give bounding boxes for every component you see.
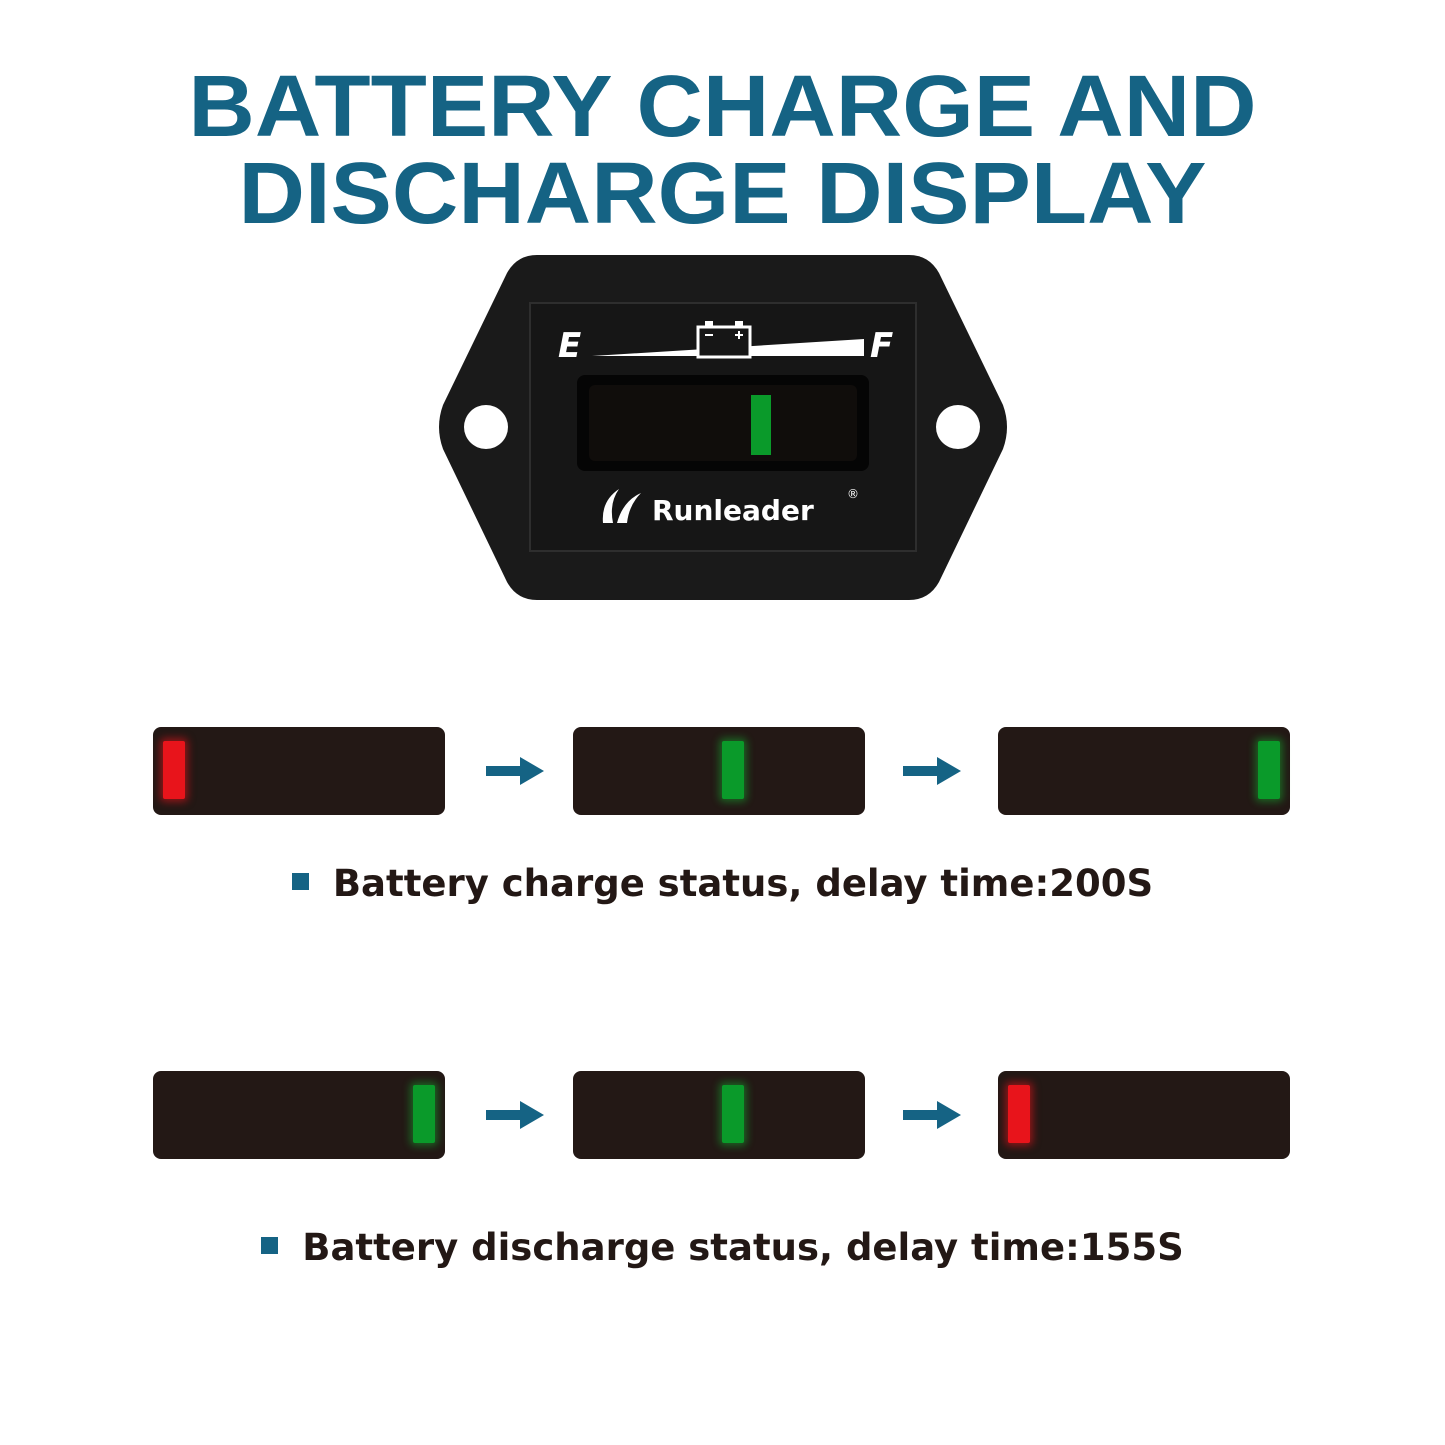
runleader-logo-icon xyxy=(602,489,641,523)
led-indicator-green xyxy=(722,1085,744,1143)
charge-caption: Battery charge status, delay time:200S xyxy=(332,862,1154,905)
battery-meter-device: E F Runleader ® xyxy=(437,255,1009,600)
registered-mark: ® xyxy=(847,487,859,501)
led-indicator-red xyxy=(1008,1085,1030,1143)
lcd-indicator xyxy=(751,395,771,455)
discharge-state-full-panel xyxy=(153,1071,445,1159)
charge-caption-row: Battery charge status, delay time:200S xyxy=(0,862,1445,906)
discharge-caption-row: Battery discharge status, delay time:155… xyxy=(0,1226,1445,1270)
arrow-right-icon xyxy=(486,1101,544,1129)
mount-hole-right xyxy=(936,405,980,449)
discharge-state-empty-panel xyxy=(998,1071,1290,1159)
battery-icon xyxy=(696,321,752,359)
led-indicator-green xyxy=(722,741,744,799)
led-indicator-green xyxy=(413,1085,435,1143)
discharge-state-half-panel xyxy=(573,1071,865,1159)
bullet-square-icon xyxy=(291,873,309,890)
scale-full-label: F xyxy=(870,326,893,366)
discharge-caption: Battery discharge status, delay time:155… xyxy=(302,1226,1184,1269)
charge-state-empty-panel xyxy=(153,727,445,815)
charge-state-half-panel xyxy=(573,727,865,815)
arrow-right-icon xyxy=(486,757,544,785)
mount-hole-left xyxy=(464,405,508,449)
arrow-right-icon xyxy=(903,757,961,785)
page-title: BATTERY CHARGE AND DISCHARGE DISPLAY xyxy=(188,57,1257,243)
charge-state-full-panel xyxy=(998,727,1290,815)
led-indicator-green xyxy=(1258,741,1280,799)
led-indicator-red xyxy=(163,741,185,799)
brand-name: Runleader xyxy=(652,494,814,527)
bullet-square-icon xyxy=(261,1237,279,1254)
arrow-right-icon xyxy=(903,1101,961,1129)
scale-empty-label: E xyxy=(558,326,581,366)
